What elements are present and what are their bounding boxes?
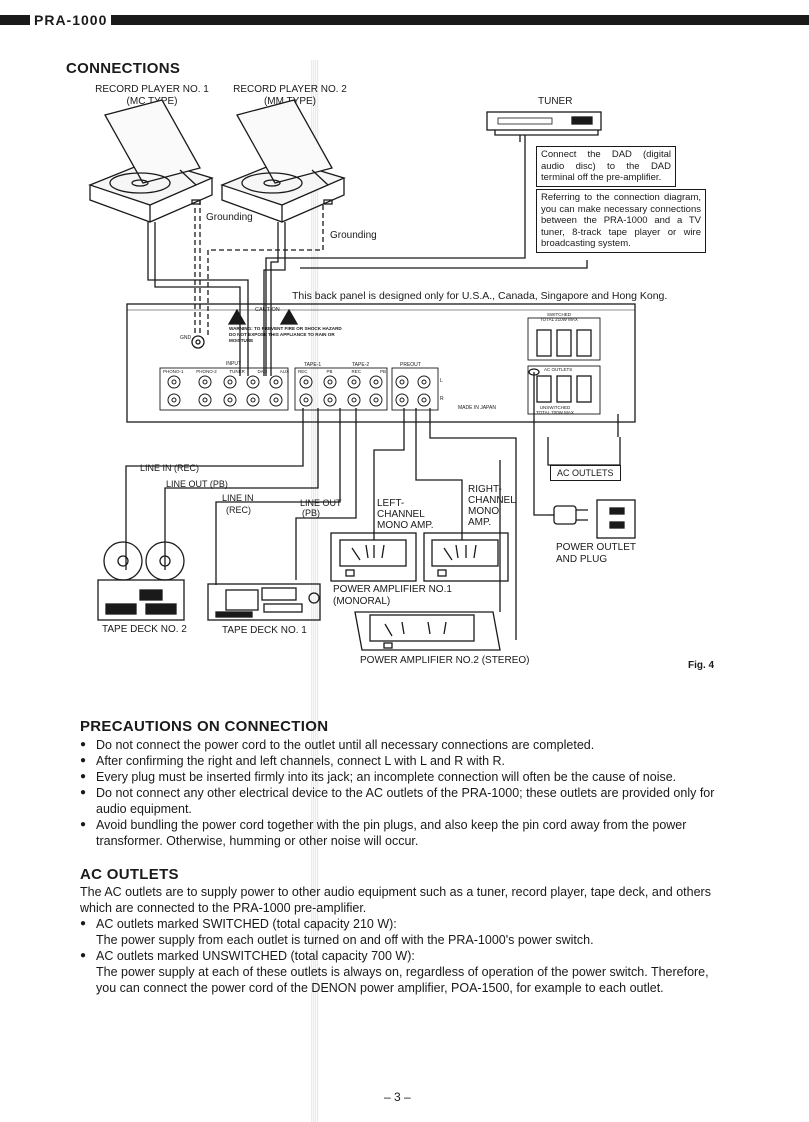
ac-outlets-list: AC outlets marked SWITCHED (total capaci… xyxy=(80,916,730,996)
tape-deck-2-illustration xyxy=(97,541,185,621)
header-rule xyxy=(0,15,809,25)
panel-preout: PREOUT xyxy=(400,362,421,368)
outlet-and-plug-illustration xyxy=(548,499,636,539)
note-dad: Connect the DAD (digital audio disc) to … xyxy=(536,146,676,187)
precautions-list: Do not connect the power cord to the out… xyxy=(80,737,730,849)
ac-outlets-box: AC OUTLETS xyxy=(550,465,621,481)
precaution-item: Do not connect the power cord to the out… xyxy=(80,737,730,753)
power-amp-2-label: POWER AMPLIFIER NO.2 (STEREO) xyxy=(360,655,530,666)
connection-diagram xyxy=(88,99,636,651)
tuner-label: TUNER xyxy=(538,96,573,107)
precautions-heading: PRECAUTIONS ON CONNECTION xyxy=(80,718,329,735)
rec-label: (REC) xyxy=(226,505,251,515)
header-block xyxy=(2,16,28,24)
line-out-pb-label: LINE OUT (PB) xyxy=(166,479,228,489)
panel-l: L xyxy=(440,378,443,384)
panel-tape1: TAPE-1 xyxy=(304,362,322,368)
panel-r: R xyxy=(440,396,444,402)
record-player-2-illustration xyxy=(220,99,346,223)
line-out-label: LINE OUT xyxy=(300,498,342,508)
header-title: PRA-1000 xyxy=(30,12,112,28)
panel-input: INPUT xyxy=(226,361,241,367)
grounding-label-1: Grounding xyxy=(206,212,253,223)
panel-made-in: MADE IN JAPAN xyxy=(458,405,496,411)
ac-outlets-intro: The AC outlets are to supply power to ot… xyxy=(80,885,711,915)
back-panel-note: This back panel is designed only for U.S… xyxy=(292,290,668,302)
line-in-rec-label: LINE IN (REC) xyxy=(140,463,200,473)
connections-heading: CONNECTIONS xyxy=(66,60,181,77)
ac-outlet-item: AC outlets marked SWITCHED (total capaci… xyxy=(80,916,730,948)
panel-gnd: GND xyxy=(180,335,192,341)
power-amp-2-illustration xyxy=(354,611,501,651)
line-in-label: LINE IN xyxy=(222,493,254,503)
record-player-1-illustration xyxy=(88,99,214,223)
tape-deck-1-label: TAPE DECK NO. 1 xyxy=(222,625,307,636)
precaution-item: Every plug must be inserted firmly into … xyxy=(80,769,730,785)
tape-deck-2-label: TAPE DECK NO. 2 xyxy=(102,624,187,635)
power-amp-1-illustration xyxy=(330,532,509,582)
ac-outlets-heading: AC OUTLETS xyxy=(80,866,179,883)
page-number: – 3 – xyxy=(384,1090,411,1104)
precaution-item: Avoid bundling the power cord together w… xyxy=(80,817,730,849)
record-player-1-label: RECORD PLAYER NO. 1(MC TYPE) xyxy=(95,84,209,107)
tuner-illustration xyxy=(486,111,602,136)
figure-caption: Fig. 4 xyxy=(688,660,715,671)
scan-gutter xyxy=(311,60,319,1122)
note-tv: Referring to the connection diagram, you… xyxy=(536,189,706,253)
precaution-item: After confirming the right and left chan… xyxy=(80,753,730,769)
pb-label: (PB) xyxy=(302,508,320,518)
tape-deck-1-illustration xyxy=(207,583,321,621)
precaution-item: Do not connect any other electrical devi… xyxy=(80,785,730,817)
panel-caution: CAUTION xyxy=(255,307,280,313)
panel-tape2: TAPE-2 xyxy=(352,362,370,368)
ac-outlet-item: AC outlets marked UNSWITCHED (total capa… xyxy=(80,948,730,996)
panel-ac-outlets: AC OUTLETS xyxy=(544,367,573,372)
back-panel-outline xyxy=(126,303,636,423)
panel-warning: WARNING: TO PREVENT FIRE OR SHOCK HAZARD… xyxy=(229,326,342,343)
grounding-label-2: Grounding xyxy=(330,230,377,241)
power-amp-1-label: POWER AMPLIFIER NO.1(MONORAL) xyxy=(333,584,452,607)
